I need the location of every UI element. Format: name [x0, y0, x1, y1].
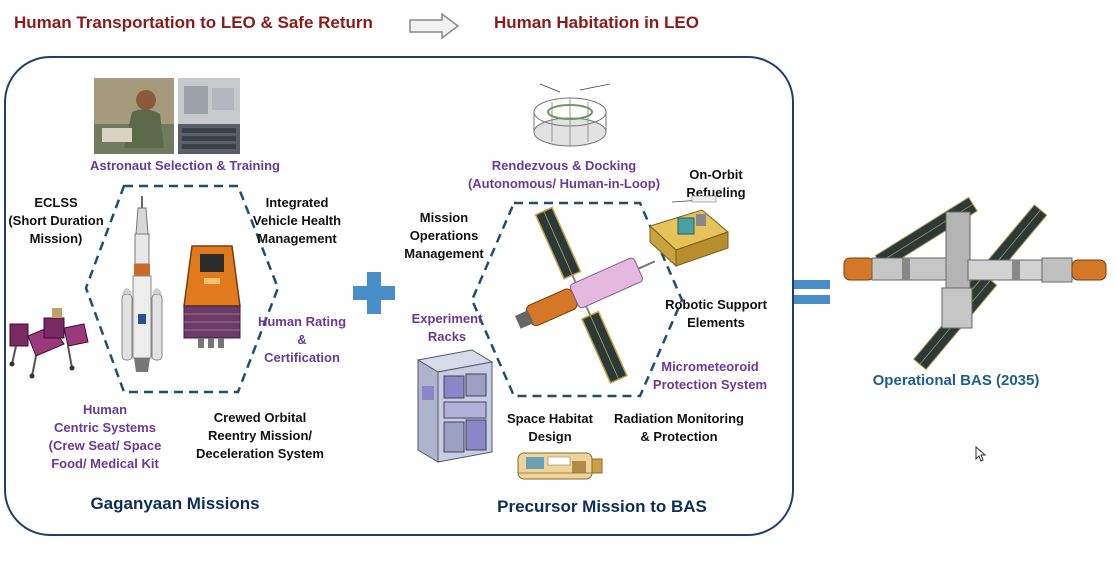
training-facility-photo [178, 78, 240, 154]
mission-frame [4, 56, 794, 536]
eclss-label: ECLSS (Short Duration Mission) [4, 194, 108, 248]
human-centric-line-4: Food/ Medical Kit [51, 456, 159, 471]
robotic-line-2: Elements [687, 315, 745, 330]
eclss-line-3: Mission) [29, 231, 83, 246]
experiment-label: Experiment Racks [400, 310, 494, 346]
ivhm-label: Integrated Vehicle Health Management [240, 194, 354, 248]
equals-icon [794, 280, 830, 304]
mission-ops-line-1: Mission [419, 210, 469, 225]
rendezvous-line-1: Rendezvous & Docking [491, 158, 637, 173]
experiment-rack-icon [416, 349, 494, 463]
header-left-title: Human Transportation to LEO & Safe Retur… [14, 13, 373, 32]
crew-seats-icon [9, 308, 89, 379]
habitat-module-icon [517, 452, 603, 480]
human-centric-label: Human Centric Systems (Crew Seat/ Space … [40, 401, 170, 473]
human-centric-line-2: Centric Systems [54, 420, 156, 435]
robotic-line-1: Robotic Support [665, 297, 767, 312]
experiment-line-2: Racks [427, 329, 467, 344]
micrometeoroid-line-2: Protection System [652, 377, 768, 392]
astronaut-training-photo [94, 78, 174, 154]
crewed-orbital-line-3: Deceleration System [196, 446, 324, 461]
micrometeoroid-line-1: Micrometeoroid [661, 359, 759, 374]
eclss-line-2: (Short Duration [8, 213, 104, 228]
experiment-line-1: Experiment [411, 311, 483, 326]
rendezvous-label: Rendezvous & Docking (Autonomous/ Human-… [444, 157, 684, 193]
rendezvous-line-2: (Autonomous/ Human-in-Loop) [467, 176, 661, 191]
docking-ring-icon [533, 83, 611, 147]
habitat-line-2: Design [528, 429, 572, 444]
human-rating-line-2: & [297, 332, 307, 347]
plus-icon [353, 272, 395, 314]
habitat-label: Space Habitat Design [500, 410, 600, 446]
human-centric-line-1: Human [82, 402, 128, 417]
habitat-line-1: Space Habitat [507, 411, 593, 426]
radiation-label: Radiation Monitoring & Protection [604, 410, 754, 446]
crewed-orbital-label: Crewed Orbital Reentry Mission/ Decelera… [192, 409, 328, 463]
ivhm-line-1: Integrated [265, 195, 329, 210]
astronaut-selection-label: Astronaut Selection & Training [90, 158, 280, 173]
arrow-right-icon [409, 12, 460, 40]
micrometeoroid-label: Micrometeoroid Protection System [646, 358, 774, 394]
launch-vehicle-icon [121, 196, 163, 372]
header-right-title: Human Habitation in LEO [494, 13, 699, 32]
operational-station-icon [843, 196, 1107, 371]
precursor-spacecraft-icon [514, 206, 656, 384]
human-rating-line-1: Human Rating [257, 314, 347, 329]
mission-ops-line-2: Operations [409, 228, 479, 243]
precursor-title: Precursor Mission to BAS [497, 497, 707, 516]
robotic-label: Robotic Support Elements [656, 296, 776, 332]
human-centric-line-3: (Crew Seat/ Space [48, 438, 162, 453]
mission-ops-label: Mission Operations Management [396, 209, 492, 263]
crew-module-icon [183, 245, 241, 348]
radiation-line-2: & Protection [640, 429, 718, 444]
operational-bas-label: Operational BAS (2035) [872, 372, 1040, 389]
human-rating-line-3: Certification [264, 350, 340, 365]
ivhm-line-3: Management [257, 231, 337, 246]
crewed-orbital-line-1: Crewed Orbital [213, 410, 307, 425]
mission-ops-line-3: Management [404, 246, 484, 261]
refueling-line-1: On-Orbit [689, 167, 743, 182]
refueling-mechanism-icon [649, 195, 729, 268]
ivhm-line-2: Vehicle Health [252, 213, 342, 228]
human-rating-label: Human Rating & Certification [252, 313, 352, 367]
frame-mask [0, 536, 250, 565]
eclss-line-1: ECLSS [34, 195, 78, 210]
gaganyaan-title: Gaganyaan Missions [90, 494, 260, 513]
crewed-orbital-line-2: Reentry Mission/ [207, 428, 313, 443]
radiation-line-1: Radiation Monitoring [614, 411, 744, 426]
cursor-icon [975, 445, 987, 462]
